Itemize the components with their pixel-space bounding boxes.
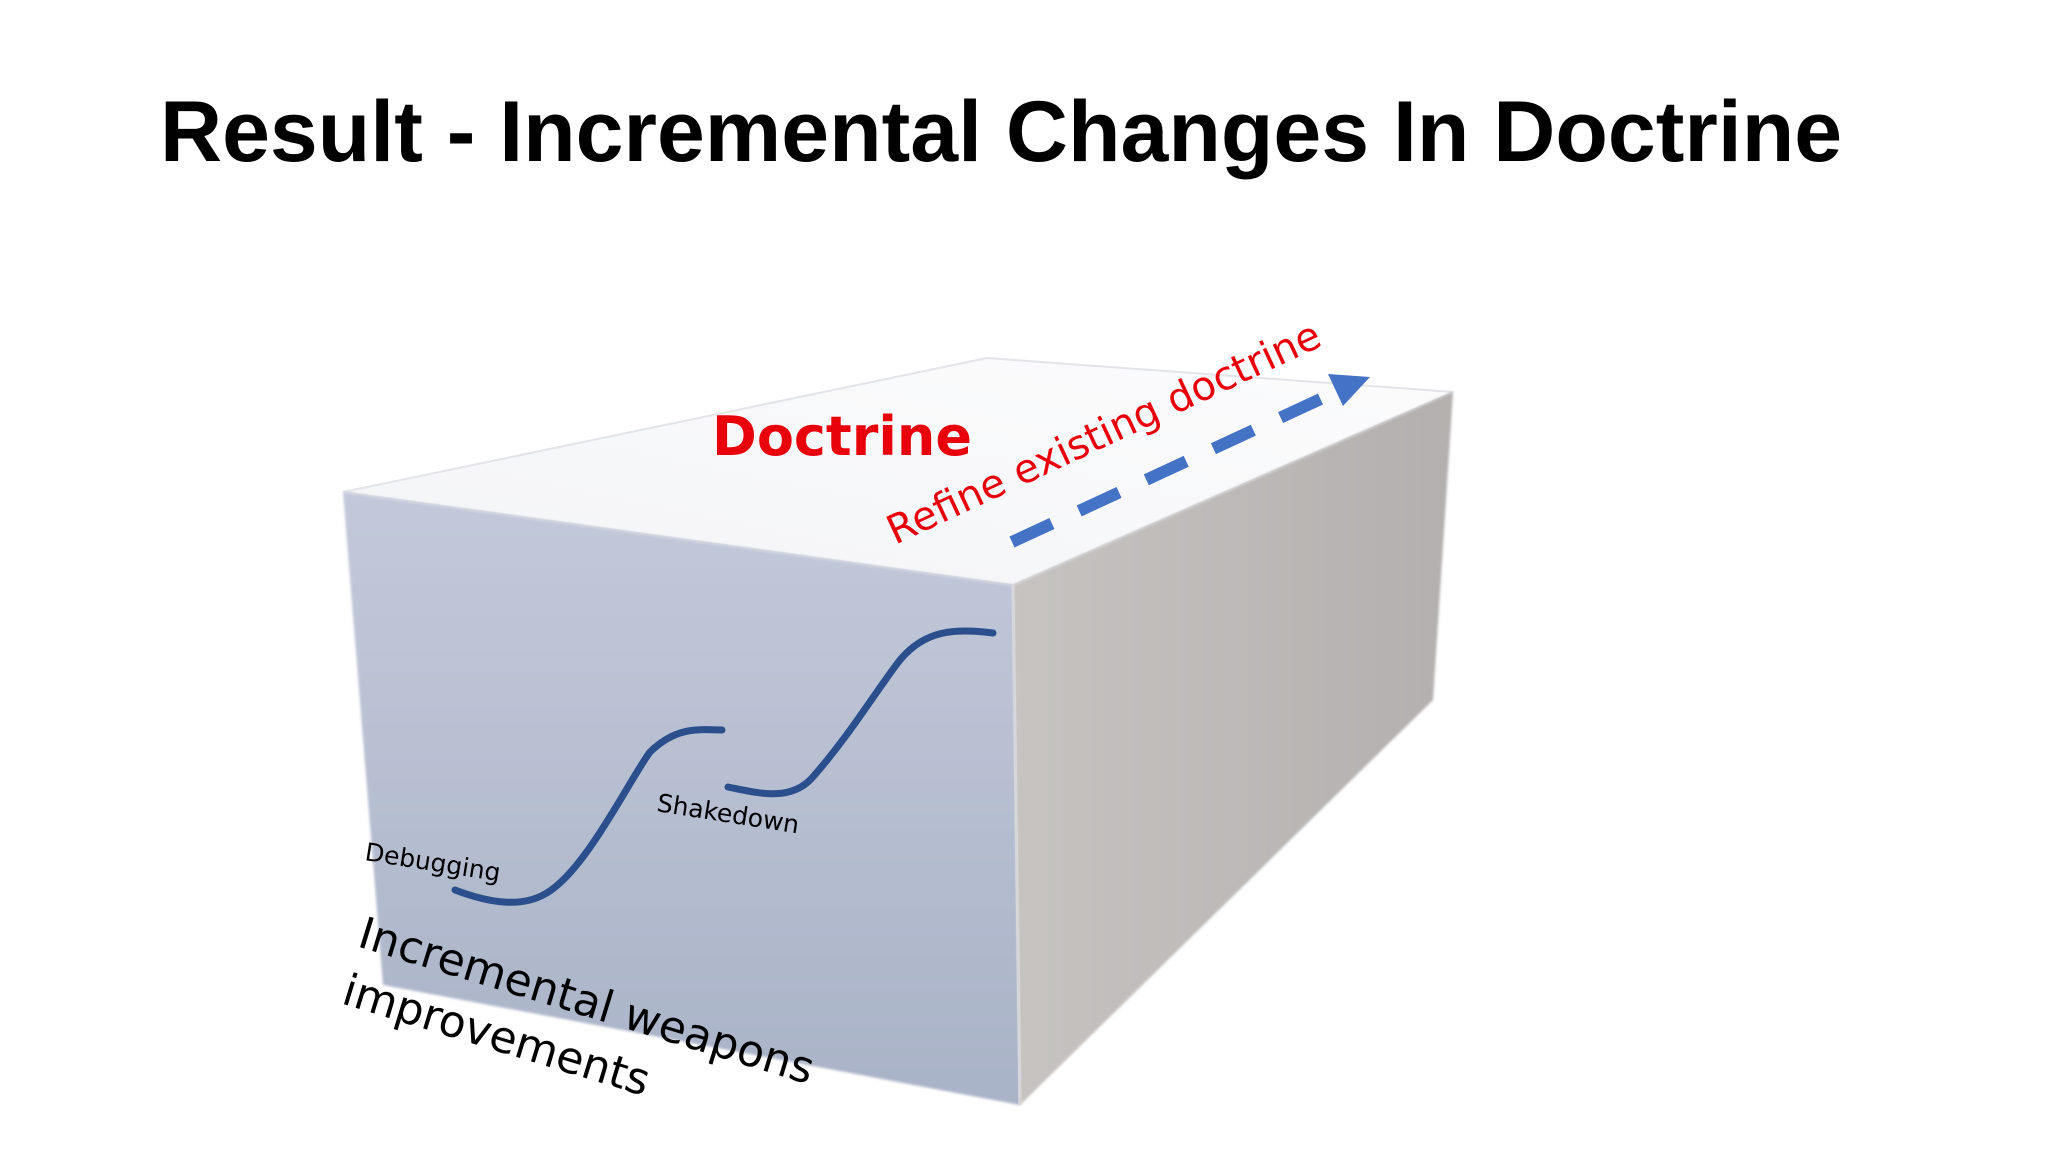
s-curve-shakedown xyxy=(724,627,997,798)
page-title: Result - Incremental Changes In Doctrine xyxy=(160,84,1843,180)
arrow-head-icon xyxy=(1328,374,1370,406)
top-face-label: Doctrine xyxy=(712,405,972,468)
block-side-face xyxy=(1013,392,1453,1105)
s-curve-debugging xyxy=(451,726,726,906)
refine-arrow xyxy=(1009,384,1343,548)
block-front-face xyxy=(343,492,1020,1105)
